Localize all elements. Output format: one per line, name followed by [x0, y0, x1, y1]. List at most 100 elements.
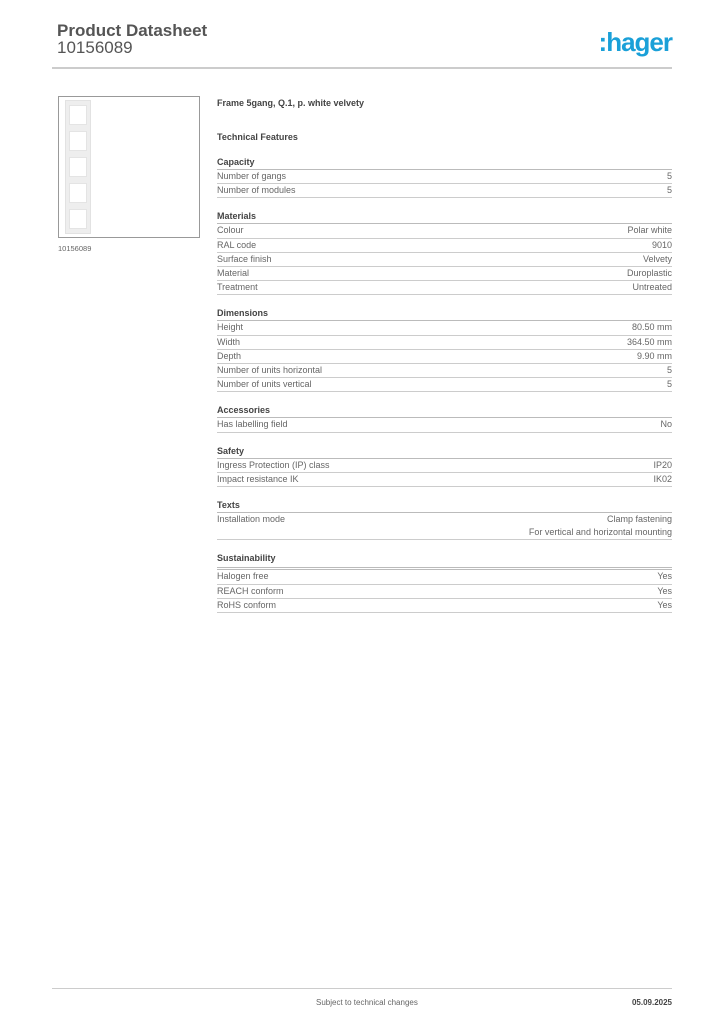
- page-title: Product Datasheet: [57, 21, 208, 40]
- table-row: Has labelling field No: [217, 418, 672, 433]
- table-row: Halogen free Yes: [217, 570, 672, 585]
- row-value-line-2: For vertical and horizontal mounting: [528, 527, 672, 538]
- row-value: Yes: [657, 570, 672, 583]
- footer-note: Subject to technical changes: [316, 998, 418, 1007]
- section-heading: Sustainability: [217, 551, 672, 571]
- section-heading: Texts: [217, 498, 672, 514]
- row-label: Number of units horizontal: [217, 365, 323, 376]
- row-value: IK02: [653, 473, 672, 486]
- section-heading: Materials: [217, 209, 672, 225]
- row-label: Depth: [217, 350, 242, 361]
- row-label: Installation mode: [217, 514, 286, 525]
- row-value-line: 364.50 mm: [626, 336, 672, 347]
- row-label: REACH conform: [217, 585, 284, 596]
- row-value-line: Duroplastic: [626, 268, 672, 279]
- section-heading: Dimensions: [217, 306, 672, 322]
- row-value-line: 5: [666, 185, 672, 196]
- table-row: Height 80.50 mm: [217, 321, 672, 336]
- row-value-line: 9010: [651, 239, 672, 250]
- row-label: Number of gangs: [217, 171, 287, 181]
- technical-features-heading: Technical Features: [217, 132, 298, 142]
- row-value: Yes: [657, 585, 672, 598]
- row-value-line: 5: [666, 171, 672, 181]
- section-heading: Accessories: [217, 403, 672, 419]
- row-value-line: IP20: [653, 459, 672, 470]
- table-row: Depth 9.90 mm: [217, 350, 672, 365]
- table-row: Impact resistance IK IK02: [217, 473, 672, 488]
- table-row: Material Duroplastic: [217, 267, 672, 282]
- row-value-line: 80.50 mm: [631, 322, 672, 333]
- row-value: Polar white: [627, 224, 672, 237]
- table-row: Number of units horizontal 5: [217, 364, 672, 379]
- row-value-line: No: [660, 419, 672, 430]
- technical-data: Frame 5gang, Q.1, p. white velvety Techn…: [217, 96, 672, 614]
- row-label: Impact resistance IK: [217, 473, 299, 484]
- row-label: RoHS conform: [217, 599, 277, 610]
- table-row: Number of units vertical 5: [217, 378, 672, 393]
- hager-logo: :hager: [598, 27, 673, 57]
- table-row: Number of gangs 5: [217, 170, 672, 185]
- table-row: Surface finish Velvety: [217, 253, 672, 268]
- row-value: No: [660, 418, 672, 431]
- row-value-line: 5: [666, 365, 672, 376]
- row-value: 5: [667, 170, 672, 183]
- row-value-line: 9.90 mm: [636, 350, 672, 361]
- row-label: Material: [217, 268, 250, 279]
- document-number: 10156089: [57, 38, 133, 57]
- row-label: Ingress Protection (IP) class: [217, 459, 330, 470]
- section-heading: Capacity: [217, 155, 672, 170]
- row-value: 80.50 mm: [632, 321, 672, 334]
- row-value: IP20: [653, 459, 672, 472]
- row-value-line: Polar white: [627, 225, 672, 236]
- row-label: Has labelling field: [217, 419, 288, 430]
- row-value-line: Velvety: [642, 253, 672, 264]
- table-row: RoHS conform Yes: [217, 599, 672, 614]
- row-value-line: IK02: [653, 473, 672, 484]
- row-label: Colour: [217, 225, 244, 236]
- row-label: Number of units vertical: [217, 379, 312, 390]
- row-value: 5: [667, 364, 672, 377]
- product-name: Frame 5gang, Q.1, p. white velvety: [217, 98, 365, 108]
- row-label: RAL code: [217, 239, 257, 250]
- table-row: Colour Polar white: [217, 224, 672, 239]
- row-value-line: 5: [666, 379, 672, 390]
- image-caption: 10156089: [58, 244, 92, 253]
- row-value-line: Clamp fastening: [606, 514, 672, 525]
- row-value-line: Untreated: [632, 282, 672, 293]
- row-value: Yes: [657, 599, 672, 612]
- row-label: Height: [217, 322, 244, 333]
- row-value-line: Yes: [657, 599, 672, 610]
- product-image: [58, 96, 200, 238]
- row-value: 364.50 mm: [627, 336, 672, 349]
- frame-5gang-illustration: [65, 100, 91, 234]
- row-value: 5: [667, 378, 672, 391]
- row-label: Width: [217, 336, 241, 347]
- row-value: Velvety: [643, 253, 672, 266]
- header-divider: [52, 67, 672, 69]
- footer-date: 05.09.2025: [631, 998, 672, 1007]
- row-label: Surface finish: [217, 253, 272, 264]
- row-value-line: Yes: [657, 585, 672, 596]
- row-value: 5: [667, 184, 672, 197]
- table-row: Number of modules 5: [217, 184, 672, 199]
- row-label: Halogen free: [217, 571, 269, 582]
- table-row: REACH conform Yes: [217, 585, 672, 599]
- table-row: Ingress Protection (IP) class IP20: [217, 459, 672, 473]
- table-row: Width 364.50 mm: [217, 336, 672, 350]
- footer-divider: [52, 988, 672, 989]
- row-value: 9010: [652, 239, 672, 252]
- table-row: RAL code 9010: [217, 239, 672, 253]
- section-heading: Safety: [217, 444, 672, 459]
- row-value: Duroplastic: [627, 267, 672, 280]
- row-value: 9.90 mm: [637, 350, 672, 363]
- row-label: Number of modules: [217, 185, 296, 196]
- row-value-line: Yes: [657, 571, 672, 582]
